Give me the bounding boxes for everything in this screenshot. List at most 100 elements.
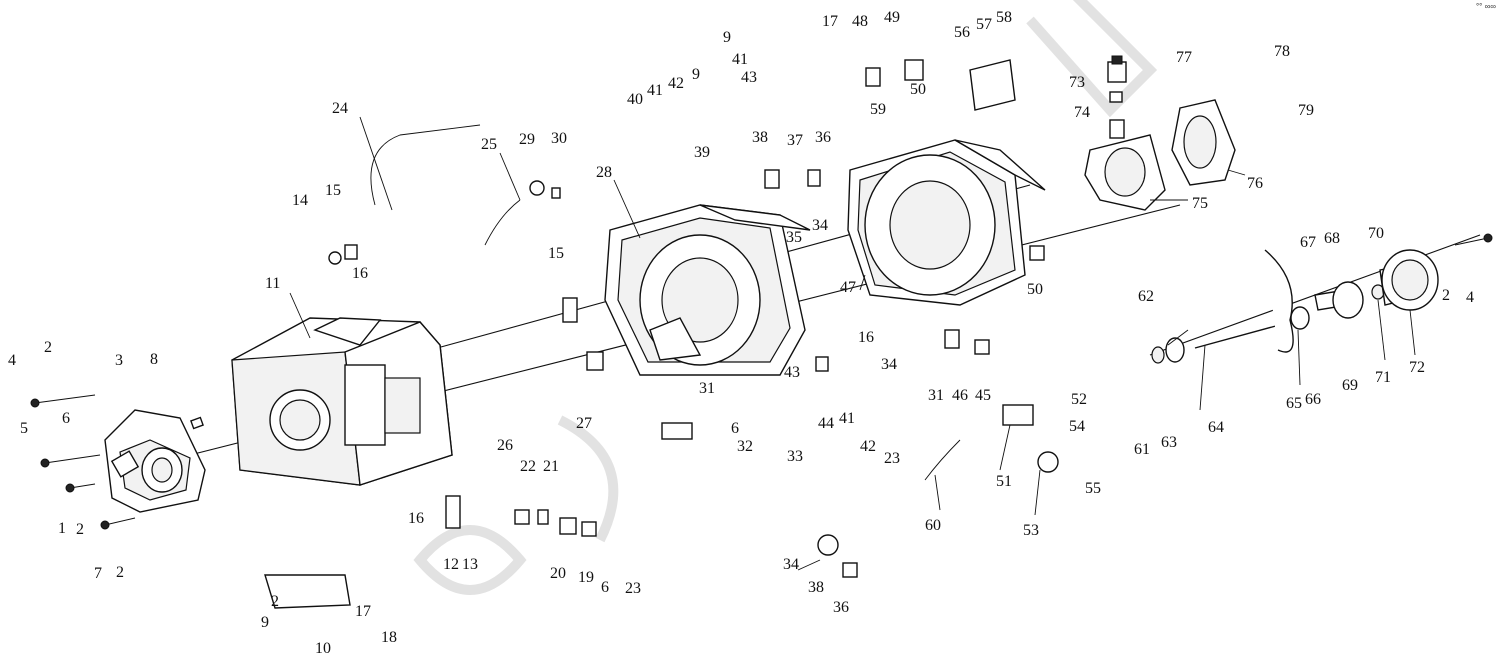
callout-14: 14 [292, 192, 308, 209]
callout-12: 12 [443, 556, 459, 573]
callout-8: 8 [150, 351, 158, 368]
callout-39: 39 [694, 144, 710, 161]
callout-11: 11 [265, 275, 280, 292]
callout-16: 16 [352, 265, 368, 282]
callout-28: 28 [596, 164, 612, 181]
callout-9: 9 [723, 29, 731, 46]
shift-fork-shaft [1151, 249, 1310, 364]
callout-5: 5 [20, 420, 28, 437]
callout-64: 64 [1208, 419, 1224, 436]
callout-59: 59 [870, 101, 886, 118]
callout-43: 43 [741, 69, 757, 86]
sensor-73 [1107, 55, 1127, 103]
callout-9: 9 [261, 614, 269, 631]
callout-78: 78 [1274, 43, 1290, 60]
callout-24: 24 [332, 100, 348, 117]
callout-66: 66 [1305, 391, 1321, 408]
callout-25: 25 [481, 136, 497, 153]
callout-37: 37 [787, 132, 803, 149]
callout-67: 67 [1300, 234, 1316, 251]
misc-fittings [264, 59, 1059, 609]
callout-76: 76 [1247, 175, 1263, 192]
callout-6: 6 [601, 579, 609, 596]
callout-2: 2 [271, 593, 279, 610]
callout-2: 2 [44, 339, 52, 356]
callout-71: 71 [1375, 369, 1391, 386]
callout-55: 55 [1085, 480, 1101, 497]
callout-69: 69 [1342, 377, 1358, 394]
callout-38: 38 [752, 129, 768, 146]
callout-74: 74 [1074, 104, 1090, 121]
callout-34: 34 [783, 556, 799, 573]
callout-60: 60 [925, 517, 941, 534]
callout-70: 70 [1368, 225, 1384, 242]
callout-31: 31 [928, 387, 944, 404]
callout-38: 38 [808, 579, 824, 596]
callout-2: 2 [76, 521, 84, 538]
callout-32: 32 [737, 438, 753, 455]
callout-17: 17 [822, 13, 838, 30]
callout-52: 52 [1071, 391, 1087, 408]
callout-labels: 1 2 2 2 2 2 3 4 4 5 6 6 6 7 8 9 9 9 10 1… [8, 9, 1474, 657]
callout-53: 53 [1023, 522, 1039, 539]
callout-73: 73 [1069, 74, 1085, 91]
rear-cover-parts [1314, 233, 1493, 319]
callout-33: 33 [787, 448, 803, 465]
callout-43: 43 [784, 364, 800, 381]
callout-7: 7 [94, 565, 102, 582]
callout-47: 47 [840, 279, 856, 296]
callout-61: 61 [1134, 441, 1150, 458]
callout-2: 2 [116, 564, 124, 581]
left-bolts [30, 394, 204, 530]
callout-1: 1 [58, 520, 66, 537]
callout-34: 34 [881, 356, 897, 373]
callout-42: 42 [668, 75, 684, 92]
callout-48: 48 [852, 13, 868, 30]
pipes [370, 124, 961, 481]
callout-68: 68 [1324, 230, 1340, 247]
callout-65: 65 [1286, 395, 1302, 412]
callout-15: 15 [325, 182, 341, 199]
callout-15: 15 [548, 245, 564, 262]
callout-62: 62 [1138, 288, 1154, 305]
callout-40: 40 [627, 91, 643, 108]
callout-10: 10 [315, 640, 331, 657]
callout-4: 4 [8, 352, 16, 369]
callout-17: 17 [355, 603, 371, 620]
callout-18: 18 [381, 629, 397, 646]
callout-31: 31 [699, 380, 715, 397]
callout-26: 26 [497, 437, 513, 454]
callout-6: 6 [731, 420, 739, 437]
callout-16: 16 [858, 329, 874, 346]
callout-41: 41 [839, 410, 855, 427]
callout-41: 41 [732, 51, 748, 68]
adapter-housing-75 [1084, 119, 1166, 211]
callout-79: 79 [1298, 102, 1314, 119]
callout-45: 45 [975, 387, 991, 404]
callout-4: 4 [1466, 289, 1474, 306]
watermark [413, 0, 1158, 595]
callout-50: 50 [1027, 281, 1043, 298]
callout-23: 23 [884, 450, 900, 467]
corner-mark: °° ∞∞ [1475, 2, 1496, 11]
front-cover [104, 409, 206, 513]
callout-58: 58 [996, 9, 1012, 26]
callout-30: 30 [551, 130, 567, 147]
callout-75: 75 [1192, 195, 1208, 212]
callout-42: 42 [860, 438, 876, 455]
callout-49: 49 [884, 9, 900, 26]
mid-housing-28 [604, 204, 811, 376]
callout-50: 50 [910, 81, 926, 98]
callout-56: 56 [954, 24, 970, 41]
callout-34: 34 [812, 217, 828, 234]
bell-housing-47 [847, 139, 1046, 306]
callout-35: 35 [786, 229, 802, 246]
callout-19: 19 [578, 569, 594, 586]
callout-44: 44 [818, 415, 834, 432]
callout-16: 16 [408, 510, 424, 527]
flange-76 [1171, 99, 1236, 186]
leader-lines [289, 116, 1416, 571]
main-housing-11 [231, 317, 453, 486]
callout-27: 27 [576, 415, 592, 432]
